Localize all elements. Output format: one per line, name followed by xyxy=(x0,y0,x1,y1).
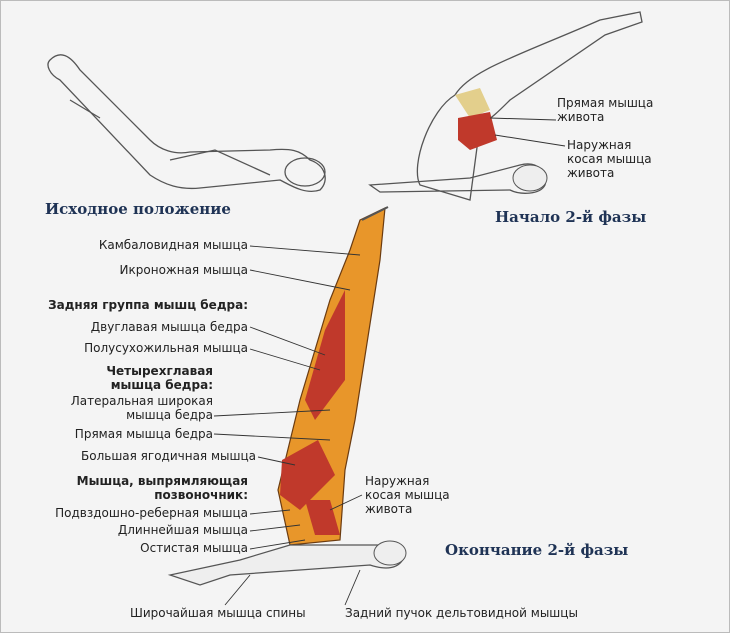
label-rectus-femoris: Прямая мышца бедра xyxy=(74,427,213,441)
label-hamstrings-group: Задняя группа мышц бедра: xyxy=(48,298,248,312)
label-line: позвоночник: xyxy=(154,488,248,502)
label-rectus-abdominis: Прямая мышца живота xyxy=(557,96,653,124)
label-line: Прямая мышца xyxy=(557,96,654,110)
label-soleus: Камбаловидная мышца xyxy=(98,238,248,252)
phase-title-phase2-begin: Начало 2-й фазы xyxy=(495,208,647,226)
phase-title-phase2-end: Окончание 2-й фазы xyxy=(445,541,629,559)
label-line: Наружная xyxy=(567,138,632,152)
label-posterior-deltoid: Задний пучок дельтовидной мышцы xyxy=(345,606,578,620)
label-line: Мышца, выпрямляющая xyxy=(76,474,248,488)
label-line: косая мышца xyxy=(365,488,450,502)
label-gluteus-maximus: Большая ягодичная мышца xyxy=(81,449,256,463)
label-line: живота xyxy=(365,502,413,516)
label-external-oblique-main: Наружная косая мышца живота xyxy=(365,474,450,516)
label-line: живота xyxy=(567,166,615,180)
figure-phase2-begin xyxy=(368,11,643,201)
label-spinalis: Остистая мышца xyxy=(140,541,248,555)
label-line: косая мышца xyxy=(567,152,652,166)
label-line: мышца бедра: xyxy=(110,378,213,392)
label-external-oblique-top: Наружная косая мышца живота xyxy=(567,138,652,180)
label-longissimus: Длиннейшая мышца xyxy=(117,523,248,537)
label-line: мышца бедра xyxy=(126,408,213,422)
label-quadriceps-group: Четырехглавая мышца бедра: xyxy=(106,364,213,392)
label-vastus-lateralis: Латеральная широкая мышца бедра xyxy=(71,394,213,422)
label-biceps-femoris: Двуглавая мышца бедра xyxy=(90,320,248,334)
phase-title-start: Исходное положение xyxy=(45,200,231,218)
label-iliocostalis: Подвздошно-реберная мышца xyxy=(55,506,248,520)
label-erector-group: Мышца, выпрямляющая позвоночник: xyxy=(77,474,248,502)
label-line: Четырехглавая xyxy=(106,364,213,378)
label-line: Наружная xyxy=(365,474,430,488)
figure-start-position xyxy=(47,54,326,192)
label-line: живота xyxy=(557,110,605,124)
leader-lines xyxy=(213,245,363,606)
label-line: Латеральная широкая xyxy=(70,394,213,408)
label-gastrocnemius: Икроножная мышца xyxy=(119,263,248,277)
label-latissimus: Широчайшая мышца спины xyxy=(130,606,306,620)
label-semitendinosus: Полусухожильная мышца xyxy=(84,341,248,355)
